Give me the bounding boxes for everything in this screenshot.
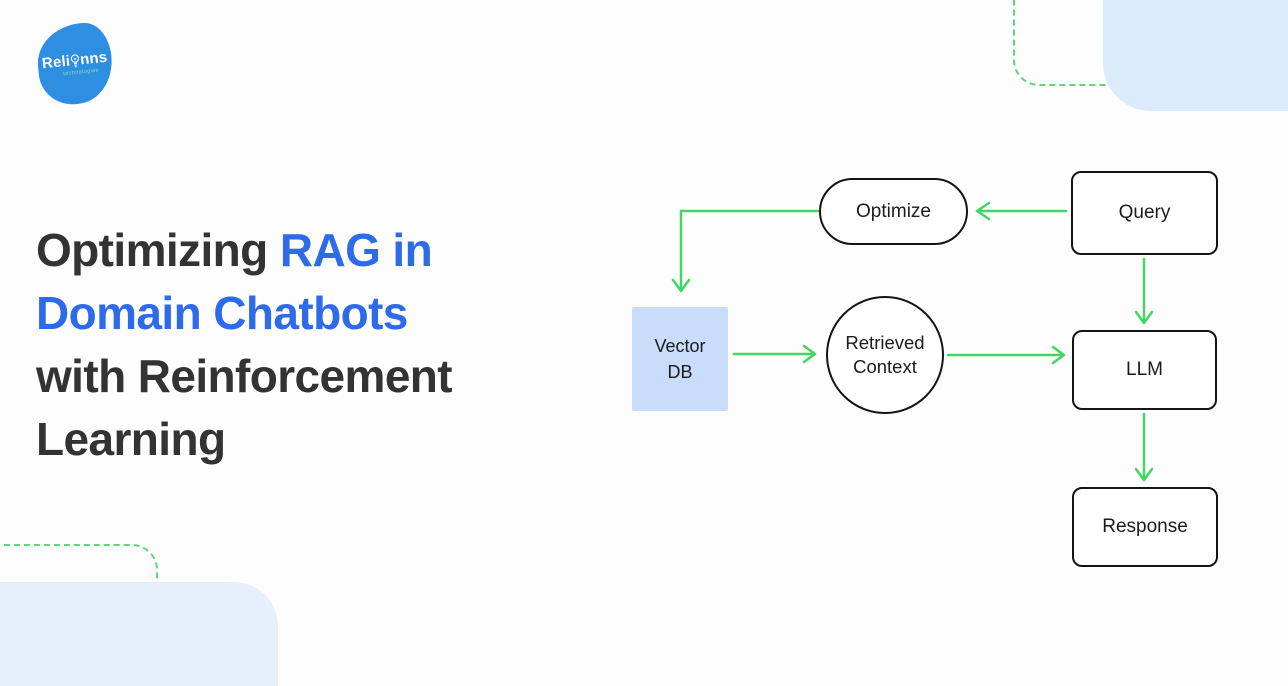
title-line-1: Optimizing RAG in <box>36 224 433 276</box>
title-line-4: Learning <box>36 413 226 465</box>
logo-text-right: nns <box>79 48 109 69</box>
arrow-retrieved-context-to-llm <box>946 345 1066 365</box>
arrow-optimize-to-vectordb <box>671 209 820 293</box>
node-label: LLM <box>1126 359 1163 380</box>
blue-panel-decoration-top-right <box>1103 0 1288 111</box>
node-label: Retrieved Context <box>845 331 925 377</box>
relinns-logo: Reli nns technologies <box>34 20 116 108</box>
logo-wordmark: Reli nns <box>41 49 108 73</box>
arrow-query-to-optimize <box>975 201 1068 221</box>
node-label: Optimize <box>856 200 931 222</box>
flowchart-node-vector-db: Vector DB <box>632 307 728 411</box>
title-line-2: Domain Chatbots <box>36 287 408 339</box>
blue-panel-decoration-bottom-left <box>0 582 278 686</box>
node-label: Vector DB <box>654 335 706 382</box>
lightbulb-icon <box>70 53 80 68</box>
flowchart-node-response: Response <box>1072 487 1218 567</box>
arrow-query-to-llm <box>1134 257 1154 325</box>
arrow-llm-to-response <box>1134 412 1154 482</box>
node-label: Query <box>1118 202 1171 223</box>
flowchart-node-llm: LLM <box>1072 330 1217 410</box>
arrow-vectordb-to-retrieved-context <box>732 344 817 364</box>
flowchart-node-query: Query <box>1071 171 1218 255</box>
logo-text-left: Reli <box>41 52 72 73</box>
flowchart-node-optimize: Optimize <box>819 178 968 245</box>
title-line-3: with Reinforcement <box>36 350 453 402</box>
node-label: Response <box>1102 516 1188 537</box>
page-title: Optimizing RAG in Domain Chatbots with R… <box>36 219 616 471</box>
flowchart-node-retrieved-context: Retrieved Context <box>826 296 944 414</box>
